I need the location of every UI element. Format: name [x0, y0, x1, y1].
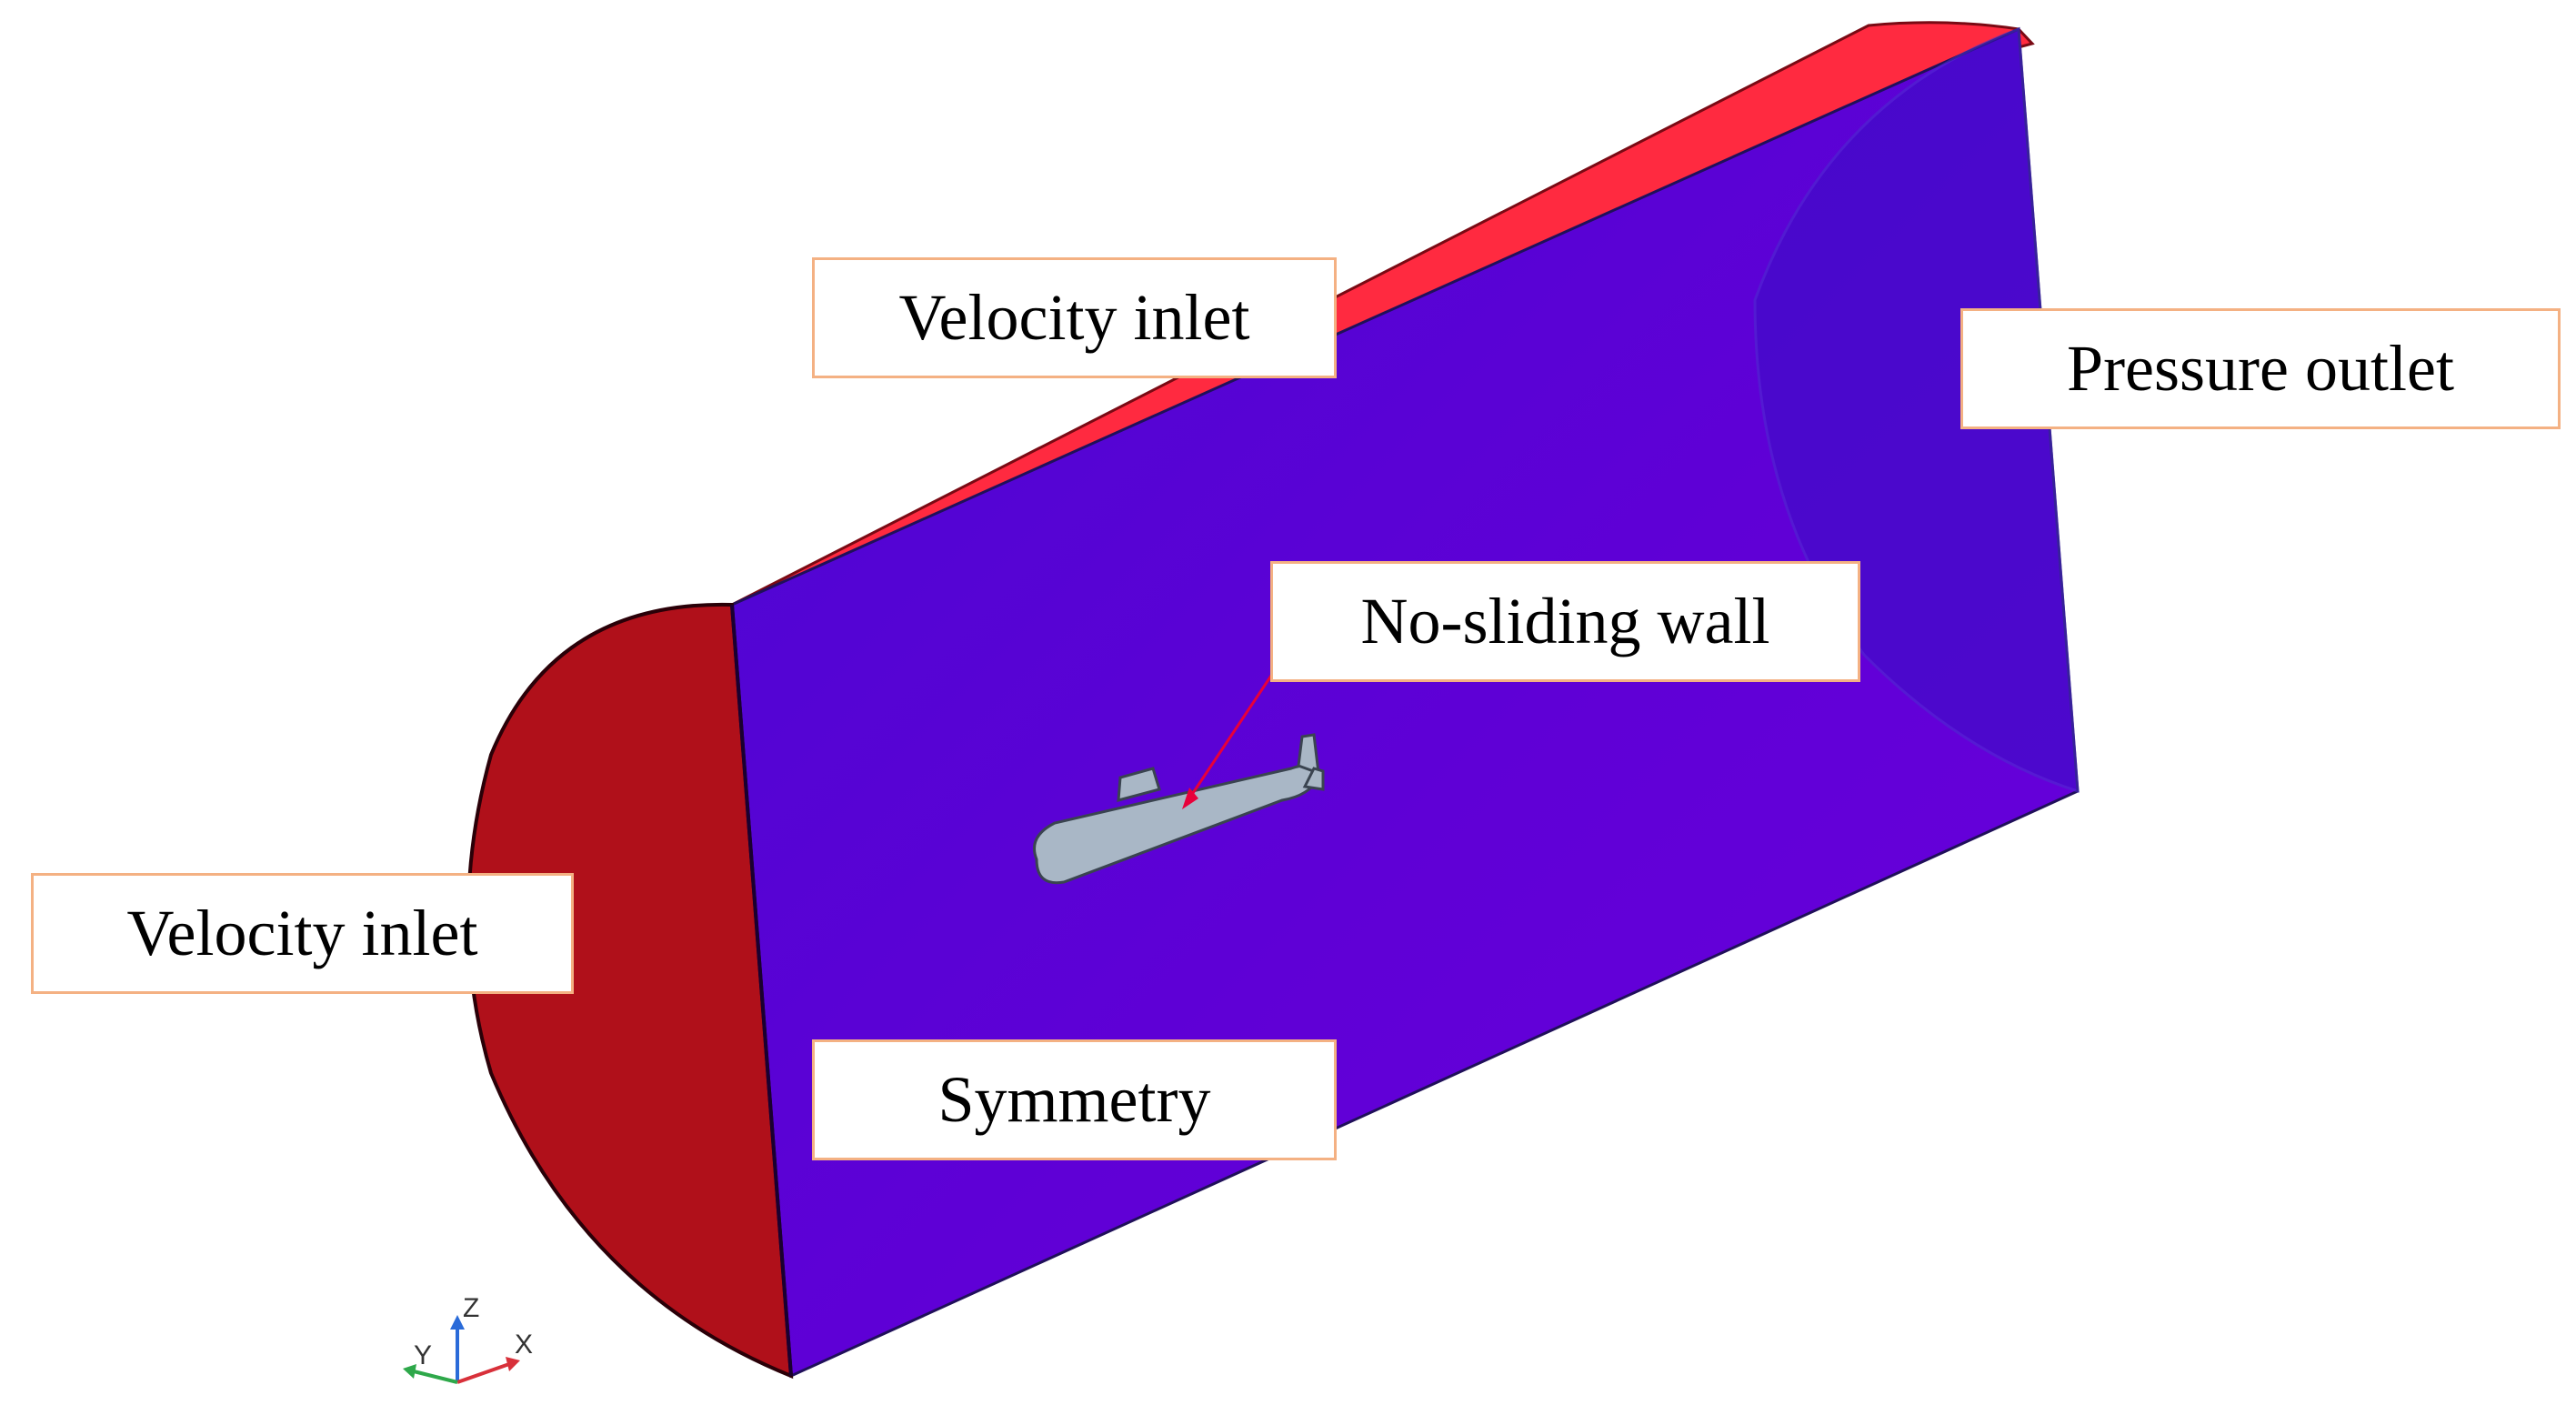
submarine — [1033, 733, 1325, 885]
label-velocity-inlet-left: Velocity inlet — [31, 873, 574, 994]
y-axis-line — [413, 1370, 458, 1384]
z-axis-arrow — [450, 1315, 465, 1330]
pointer-arrowhead — [1182, 788, 1198, 809]
front-edge — [730, 604, 793, 1377]
x-axis-arrow — [506, 1357, 520, 1371]
x-axis-line — [456, 1362, 510, 1384]
label-no-sliding-wall: No-sliding wall — [1270, 561, 1860, 682]
x-axis-label: X — [515, 1330, 533, 1360]
axis-triad: Z X Y — [403, 1293, 533, 1384]
z-axis-label: Z — [463, 1293, 479, 1323]
label-symmetry: Symmetry — [812, 1039, 1337, 1160]
label-pressure-outlet: Pressure outlet — [1960, 308, 2561, 429]
submarine-fin-top — [1297, 733, 1320, 776]
y-axis-arrow — [403, 1364, 416, 1379]
submarine-sail — [1117, 767, 1161, 802]
pointer-line — [1188, 672, 1275, 799]
y-axis-label: Y — [414, 1340, 432, 1370]
label-velocity-inlet-top: Velocity inlet — [812, 257, 1337, 378]
submarine-fin-bottom — [1302, 767, 1325, 791]
